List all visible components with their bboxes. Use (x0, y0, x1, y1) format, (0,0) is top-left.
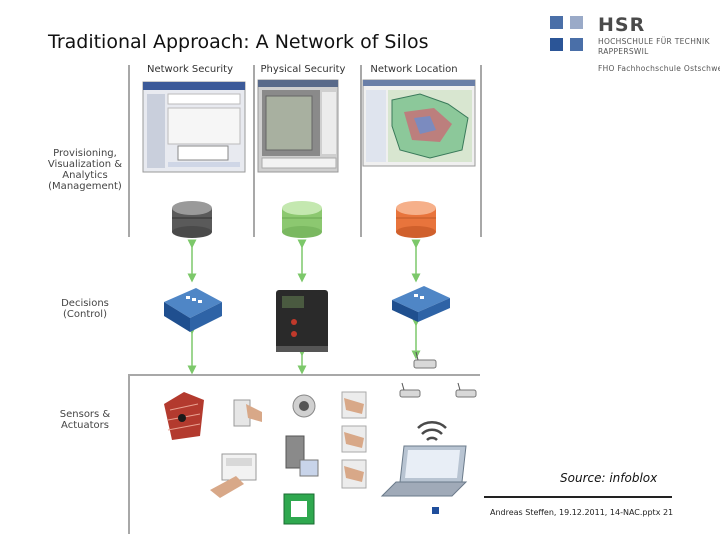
emergency-button-icon (284, 494, 314, 524)
keypad-hand-icon (342, 392, 366, 418)
access-control-panel-icon (276, 290, 328, 352)
database-icon (282, 201, 322, 238)
physical-security-screenshot (258, 80, 338, 172)
keypad-hand-icon (342, 426, 366, 452)
access-point-icon (414, 352, 436, 368)
network-location-screenshot (363, 80, 475, 166)
network-appliance-icon (392, 286, 450, 322)
wifi-icon (418, 422, 446, 440)
badge-reader-icon (234, 400, 262, 426)
access-point-icon (400, 383, 420, 397)
intercom-icon (286, 436, 318, 476)
camera-icon (293, 395, 315, 417)
source-caption: Source: infoblox (560, 471, 657, 485)
database-icon (396, 201, 436, 238)
laptop-icon (382, 446, 466, 496)
access-point-icon (456, 383, 476, 397)
card-reader-hand-icon (210, 454, 256, 498)
footer-rule (484, 496, 672, 498)
firewall-icon (164, 392, 204, 440)
footer-square-icon (432, 507, 439, 514)
database-icon (172, 201, 212, 238)
keypad-hand-icon (342, 460, 366, 488)
network-appliance-icon (164, 288, 222, 332)
network-security-screenshot (143, 82, 245, 172)
footer-text: Andreas Steffen, 19.12.2011, 14-NAC.pptx… (490, 508, 673, 517)
